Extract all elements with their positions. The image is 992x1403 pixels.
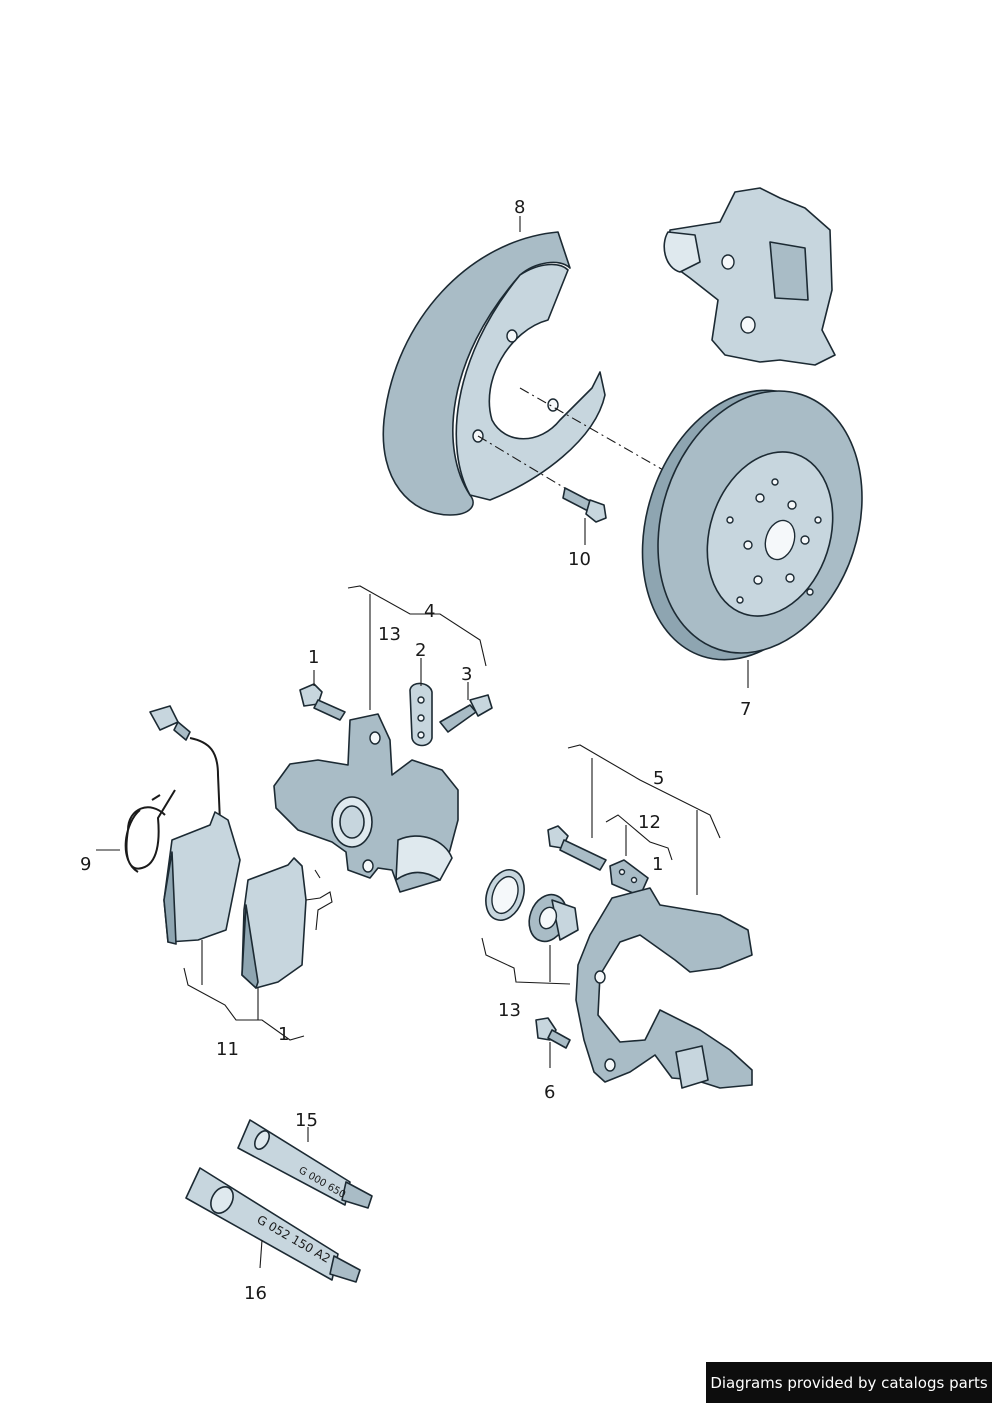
caliper-assembly-reference xyxy=(663,187,836,366)
callout-1-sleeve: 1 xyxy=(652,854,663,875)
hex-bolt-10 xyxy=(562,487,607,523)
spring-clip xyxy=(124,789,176,873)
axis-line xyxy=(519,387,673,476)
leader-lines xyxy=(96,216,749,1269)
callout-16: 16 xyxy=(244,1283,267,1304)
callout-13-seals: 13 xyxy=(498,1000,521,1021)
guide-bolt-1 xyxy=(299,683,346,721)
caliper-bracket xyxy=(575,887,753,1089)
callout-7: 7 xyxy=(740,699,751,720)
bleeder-valve xyxy=(439,694,493,733)
callout-6: 6 xyxy=(544,1082,555,1103)
callout-2: 2 xyxy=(415,640,426,661)
bleeder-cap xyxy=(409,682,433,747)
callout-4: 4 xyxy=(424,601,435,622)
seal-ring xyxy=(485,869,525,921)
dust-shield xyxy=(382,231,606,516)
callout-5: 5 xyxy=(653,768,664,789)
caliper-housing xyxy=(273,713,459,893)
callout-1-bolt: 1 xyxy=(308,647,319,668)
callout-3: 3 xyxy=(461,664,472,685)
guide-sleeve xyxy=(609,859,649,897)
brake-disc xyxy=(641,389,863,661)
brake-pad-outer xyxy=(163,811,241,945)
guide-bolt-12 xyxy=(547,825,607,871)
grease-tube-15: G 000 650 xyxy=(237,1119,373,1209)
callout-numbers: 8 10 7 4 13 1 2 3 5 12 1 9 11 1 13 6 15 … xyxy=(80,197,751,1304)
bracket-bolt xyxy=(535,1017,571,1049)
callout-8: 8 xyxy=(514,197,525,218)
callout-9: 9 xyxy=(80,854,91,875)
wear-sensor xyxy=(149,705,233,843)
callout-13-caliper: 13 xyxy=(378,624,401,645)
brake-pad-inner xyxy=(241,857,333,989)
callout-11: 11 xyxy=(216,1039,239,1060)
bolt-axis-line xyxy=(477,435,569,491)
dust-boot xyxy=(528,893,579,943)
credit-banner: Diagrams provided by catalogs parts xyxy=(706,1362,992,1403)
callout-15: 15 xyxy=(295,1110,318,1131)
callout-12: 12 xyxy=(638,812,661,833)
callout-1-pads: 1 xyxy=(278,1024,289,1045)
callout-10: 10 xyxy=(568,549,591,570)
